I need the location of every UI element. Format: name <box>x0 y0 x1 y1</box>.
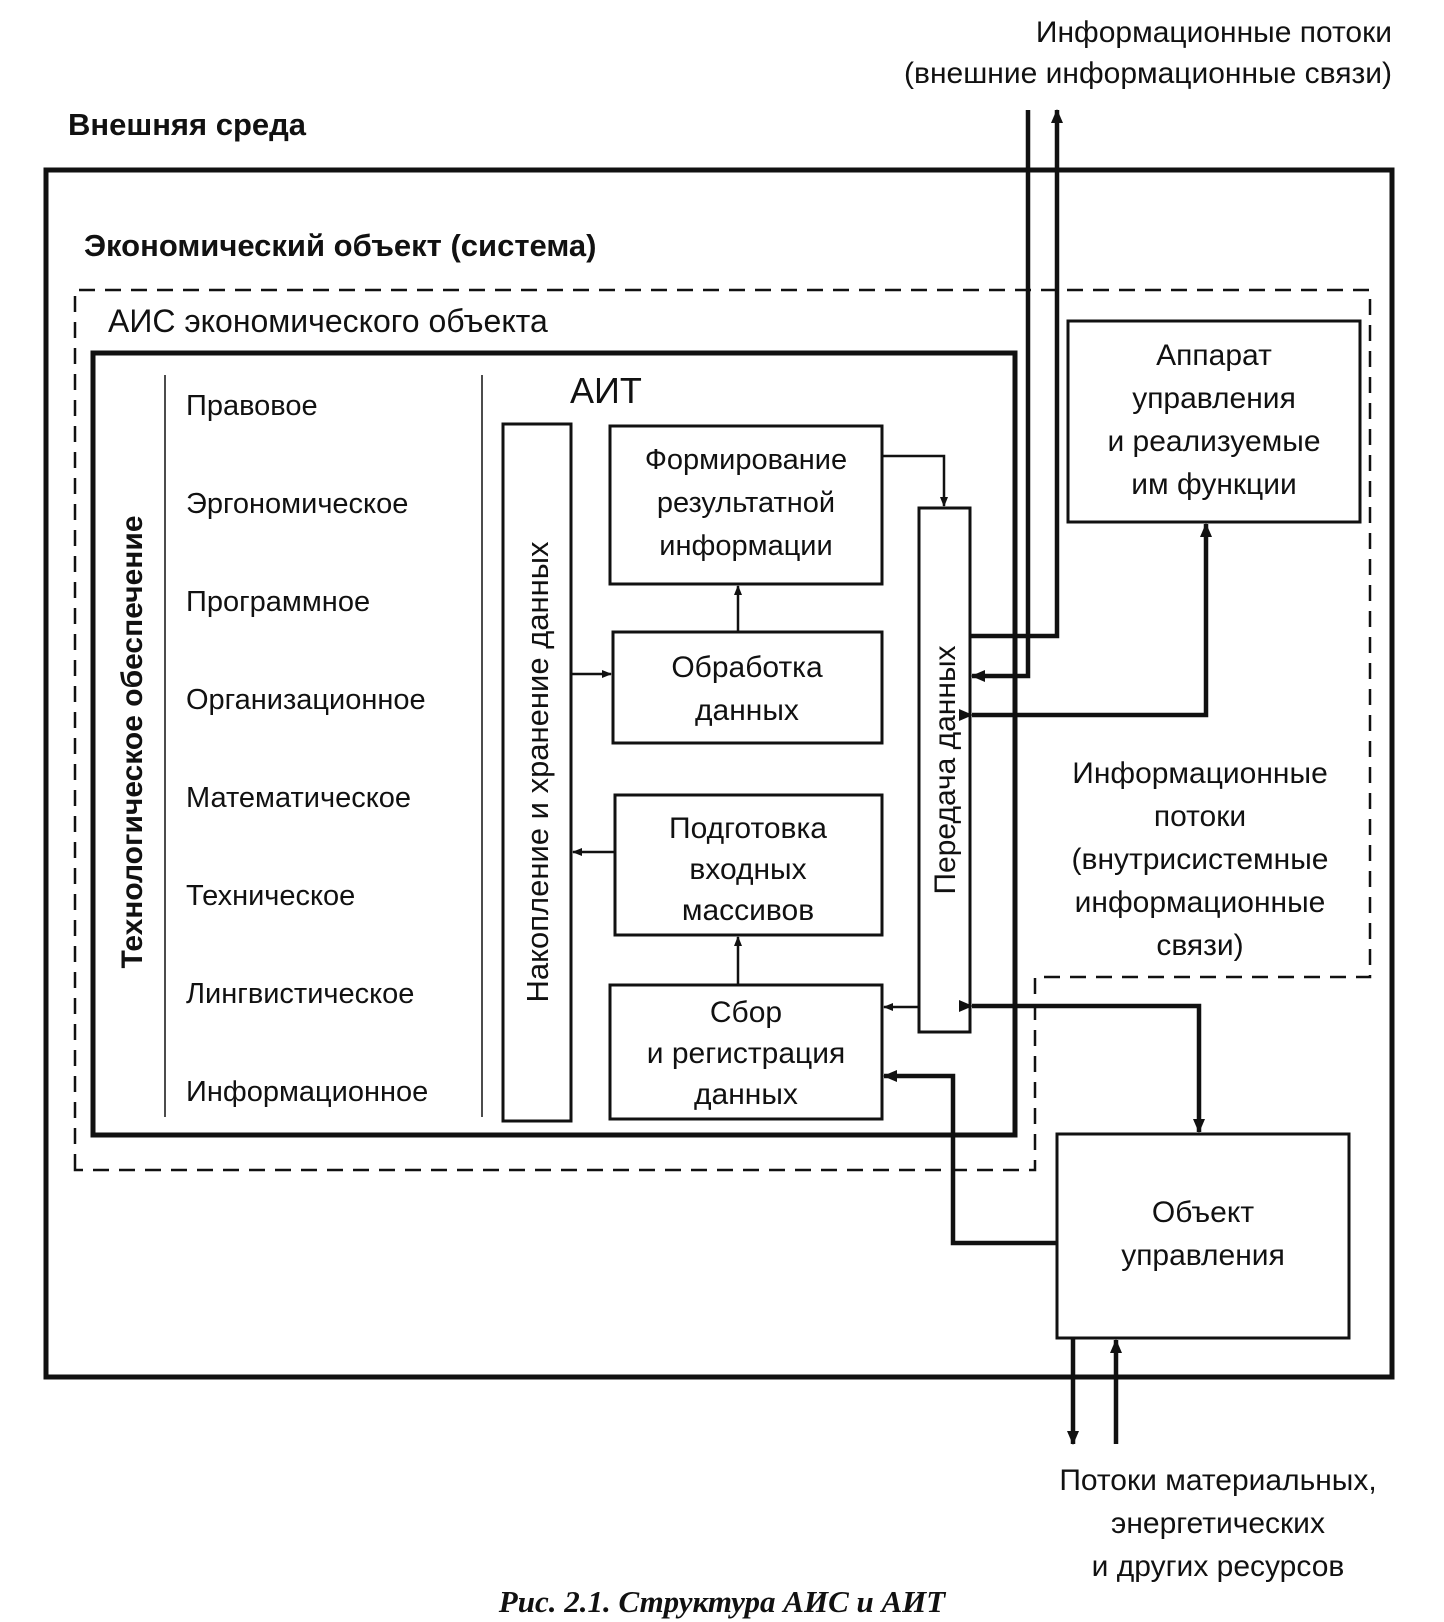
control-object-line-2: управления <box>1121 1239 1285 1272</box>
support-item-legal: Правовое <box>186 390 318 422</box>
management-apparatus-line-1: Аппарат <box>1156 339 1272 372</box>
data-transfer-label: Передача данных <box>929 645 962 894</box>
economic-object-dashed-boundary <box>73 288 1372 1172</box>
data-storage-box <box>501 422 573 1123</box>
input-preparation-line-1: Подготовка <box>669 812 827 845</box>
support-item-ergonomic: Эргономическое <box>186 488 408 520</box>
data-processing-line-1: Обработка <box>671 651 823 684</box>
resource-flows-line-2: энергетических <box>1111 1507 1325 1540</box>
economic-object-label: Экономический объект (система) <box>84 228 596 263</box>
data-collection-line-2: и регистрация <box>647 1037 845 1070</box>
support-item-linguistic: Лингвистическое <box>186 978 414 1010</box>
figure-caption: Рис. 2.1. Структура АИС и АИТ <box>498 1584 947 1619</box>
resource-flows-line-3: и других ресурсов <box>1092 1550 1345 1583</box>
support-item-technical: Техническое <box>186 880 355 912</box>
data-processing-line-2: данных <box>695 694 799 727</box>
support-item-mathematical: Математическое <box>186 782 411 814</box>
control-object-line-1: Объект <box>1152 1196 1254 1229</box>
data-collection-line-3: данных <box>694 1078 798 1111</box>
data-storage-label: Накопление и хранение данных <box>520 541 555 1003</box>
support-item-organizational: Организационное <box>186 684 426 716</box>
external-environment-label: Внешняя среда <box>68 107 307 142</box>
management-apparatus-line-3: и реализуемые <box>1107 425 1320 458</box>
data-collection-line-1: Сбор <box>710 996 782 1029</box>
connectors <box>571 109 1212 1445</box>
ais-frame <box>90 350 1018 1138</box>
result-formation-line-1: Формирование <box>645 444 847 476</box>
ait-title: АИТ <box>570 370 642 411</box>
internal-flows-line-1: Информационные <box>1072 757 1328 790</box>
result-formation-box <box>608 424 884 586</box>
arrow-transfer-management <box>959 523 1212 721</box>
support-item-software: Программное <box>186 586 370 618</box>
external-flows-line-1: Информационные потоки <box>1036 16 1392 49</box>
management-apparatus-box <box>1066 319 1362 524</box>
data-processing-box <box>611 630 884 745</box>
management-apparatus-line-4: им функции <box>1131 468 1296 501</box>
external-flows-line-2: (внешние информационные связи) <box>904 57 1392 90</box>
arrow-control-object-to-collection <box>883 1070 1057 1246</box>
technological-support-label: Технологическое обеспечение <box>116 515 149 968</box>
internal-flows-line-3: (внутрисистемные <box>1072 843 1329 876</box>
external-environment-frame <box>43 167 1395 1380</box>
control-object-box <box>1055 1132 1351 1340</box>
internal-flows-line-5: связи) <box>1156 929 1243 962</box>
arrow-external-in <box>971 110 1031 682</box>
result-formation-line-2: результатной <box>657 487 835 519</box>
input-preparation-box <box>613 793 884 937</box>
internal-flows-line-4: информационные <box>1075 886 1326 919</box>
input-preparation-line-2: входных <box>689 853 806 886</box>
input-preparation-line-3: массивов <box>682 894 814 927</box>
management-apparatus-line-2: управления <box>1132 382 1296 415</box>
data-collection-box <box>608 983 884 1121</box>
ais-title: АИС экономического объекта <box>108 303 548 339</box>
resource-flows-line-1: Потоки материальных, <box>1059 1464 1376 1497</box>
result-formation-line-3: информации <box>659 530 832 562</box>
internal-flows-line-2: потоки <box>1154 800 1246 833</box>
arrow-transfer-control-object <box>959 1000 1205 1133</box>
support-item-informational: Информационное <box>186 1076 428 1108</box>
arrow-formation-to-transfer <box>882 454 948 507</box>
